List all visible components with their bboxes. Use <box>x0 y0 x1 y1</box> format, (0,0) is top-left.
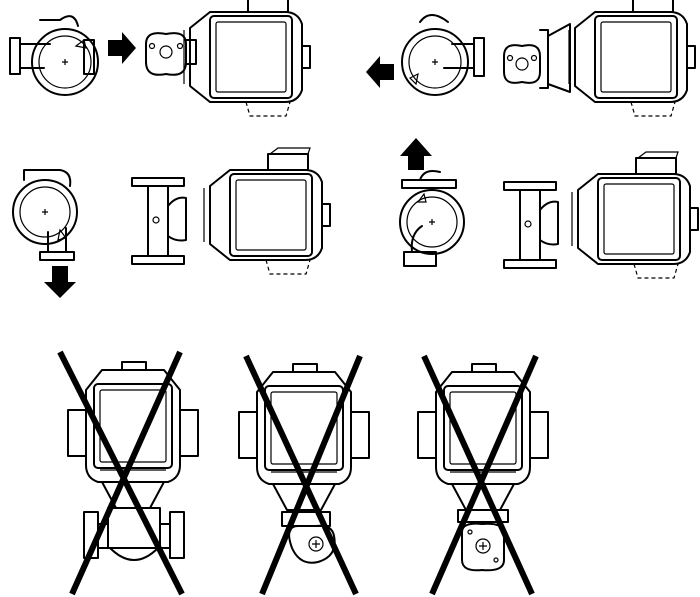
flange-icon <box>145 32 197 76</box>
pump-volute-icon <box>401 14 485 96</box>
arrow-down-icon <box>44 266 76 298</box>
motor-icon <box>203 147 331 275</box>
flange-icon <box>281 511 336 564</box>
cross-mark-icon <box>57 350 185 596</box>
cross-mark-icon <box>243 354 363 596</box>
flange-icon <box>503 23 571 93</box>
orientation-h-up <box>399 138 699 279</box>
motor-icon <box>568 0 696 117</box>
orientation-h-right <box>9 0 311 117</box>
motor-icon <box>183 0 311 117</box>
orientation-h-down <box>12 147 331 298</box>
motor-icon <box>571 151 699 279</box>
pump-volute-icon <box>12 169 78 261</box>
arrow-up-icon <box>400 138 432 170</box>
prohibited-motor-up-3 <box>417 354 549 596</box>
pipe-tee-icon <box>503 181 559 269</box>
prohibited-motor-up-1 <box>57 350 199 596</box>
pump-volute-icon <box>399 170 465 267</box>
pipe-tee-icon <box>131 177 187 265</box>
motor-icon <box>67 361 199 509</box>
pump-volute-icon <box>9 15 99 96</box>
arrow-right-icon <box>108 32 136 64</box>
prohibited-motor-up-2 <box>238 354 370 596</box>
arrow-left-icon <box>366 56 394 88</box>
cross-mark-icon <box>421 354 539 596</box>
orientation-h-left <box>366 0 696 117</box>
